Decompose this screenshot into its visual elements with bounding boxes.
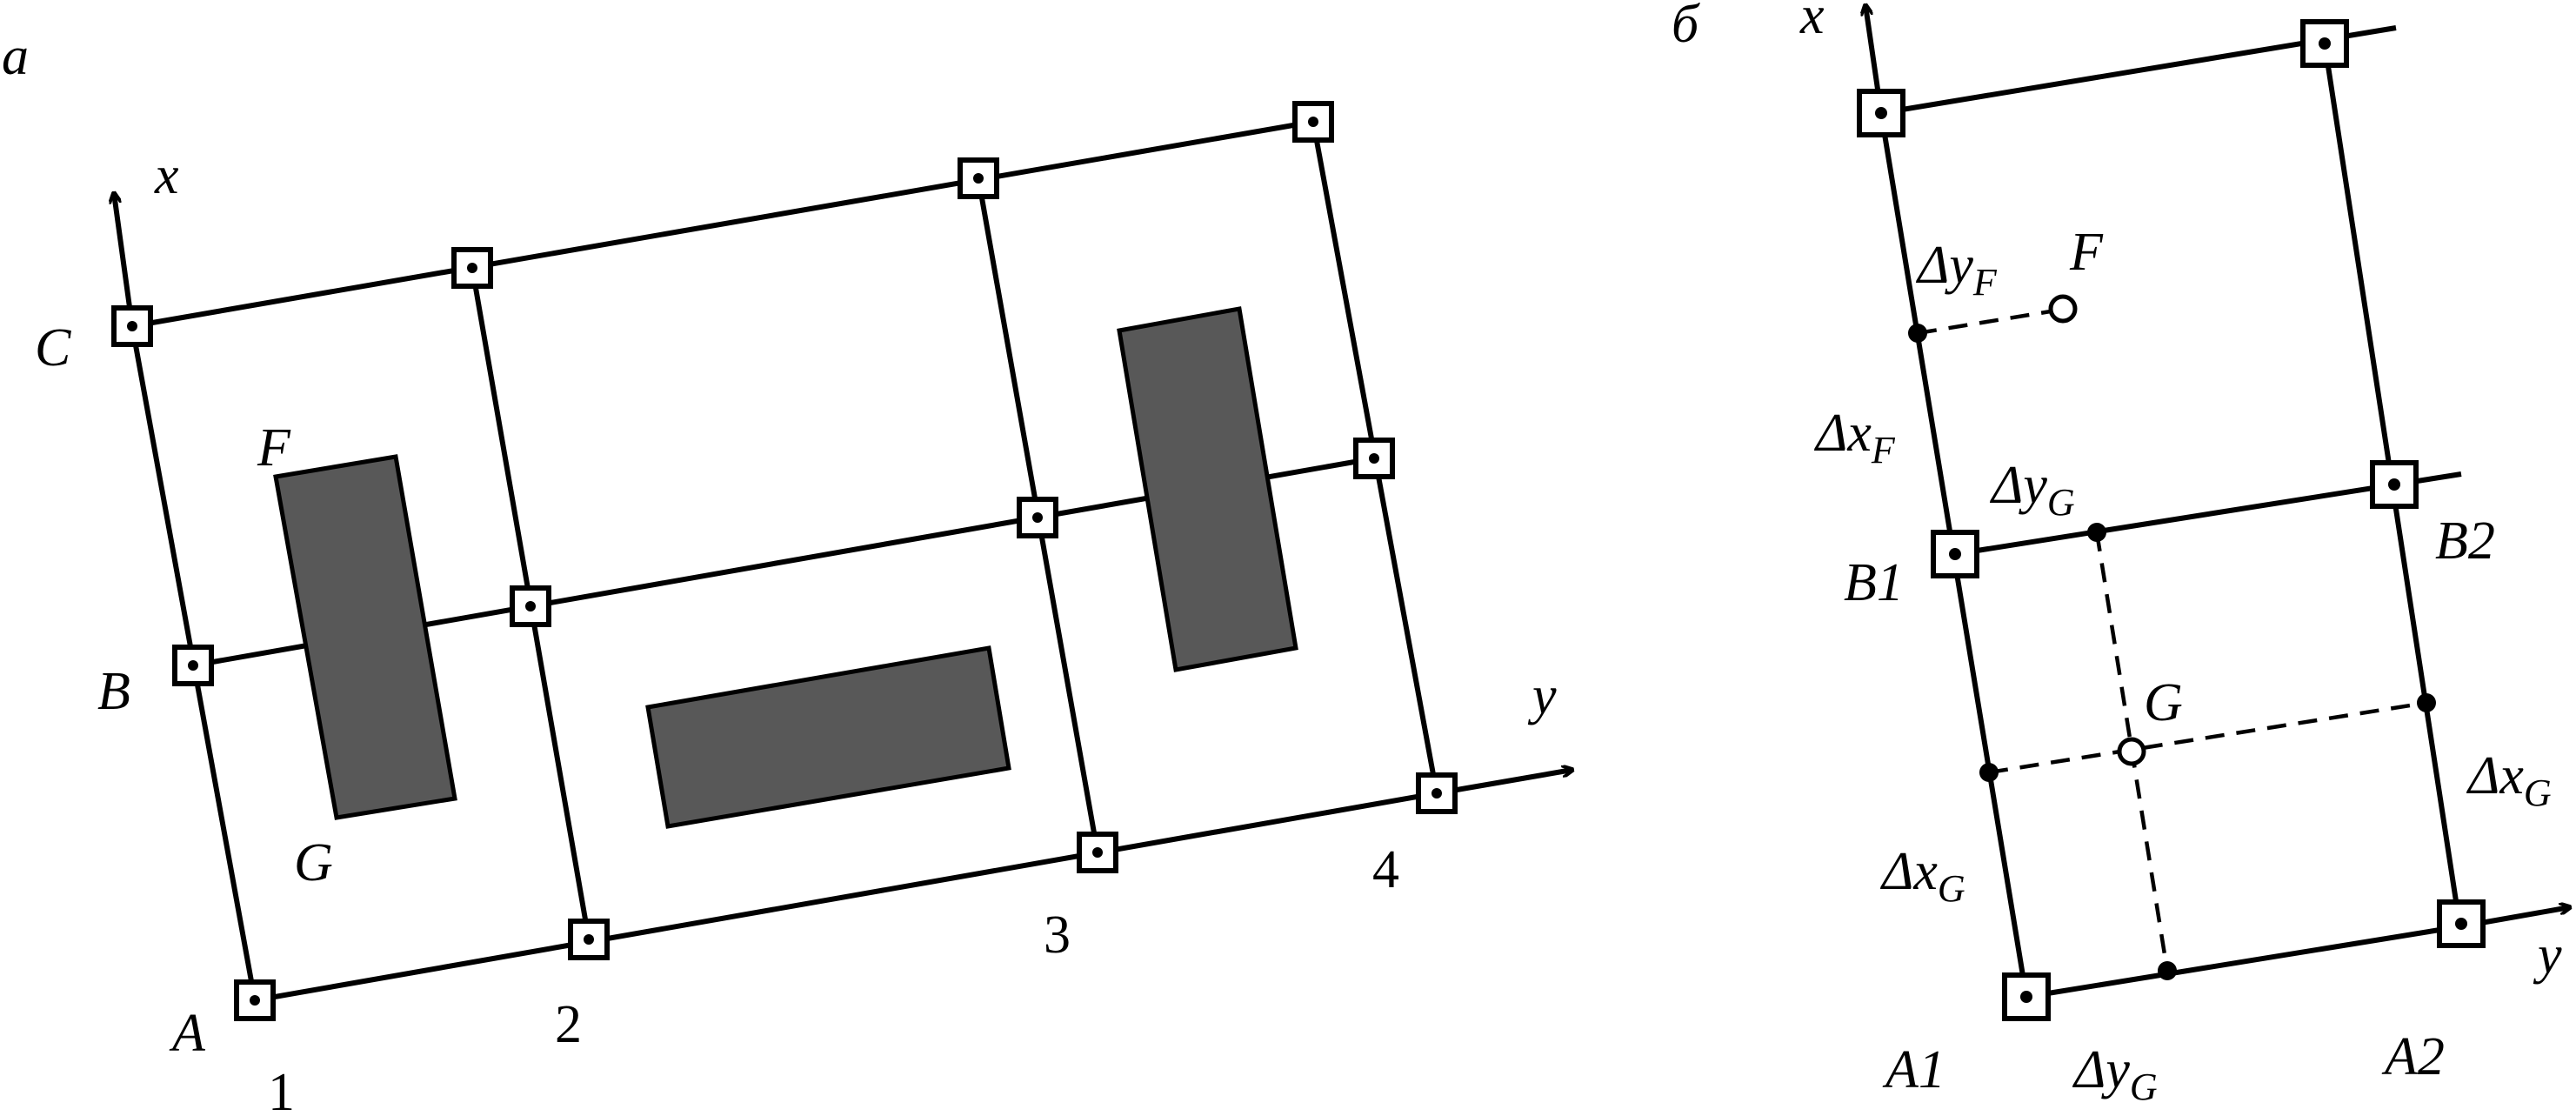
foot-point-dot: [2158, 961, 2177, 980]
survey-marker: [568, 919, 610, 960]
row-label-b: B: [97, 662, 130, 721]
grid-line-a1-a2: [2025, 924, 2462, 999]
foot-point-dot: [2087, 523, 2106, 542]
point-g-label: G: [294, 833, 333, 892]
point-f-label: F: [257, 418, 291, 478]
survey-marker: [1017, 497, 1058, 538]
survey-marker: [234, 979, 276, 1021]
x-axis-arrow: [114, 193, 135, 327]
corner-label-a2: A2: [2381, 1027, 2445, 1086]
survey-marker: [1416, 772, 1458, 814]
point-g-marker: [2117, 737, 2146, 766]
panel-b: б x y F G A1 A2 B1 B2 ΔyF ΔxF: [1672, 0, 2570, 1108]
delta-y-g-top-label: ΔyG: [1989, 456, 2075, 524]
row-label-c: C: [35, 318, 71, 378]
y-axis-label: y: [1527, 666, 1557, 725]
y-axis-label: y: [2533, 926, 2562, 985]
survey-marker-large: [2300, 19, 2349, 68]
foot-point-dot: [1979, 763, 1999, 782]
building-fg: [273, 454, 457, 820]
row-label-a: A: [169, 1004, 206, 1063]
survey-marker: [451, 247, 493, 289]
survey-marker-large: [2437, 899, 2486, 948]
offset-line-f: [1917, 307, 2062, 336]
corner-label-b1: B1: [1844, 553, 1904, 612]
foot-point-dot: [1908, 324, 1927, 343]
delta-y-g-bottom-label: ΔyG: [2072, 1040, 2158, 1108]
column-label-3: 3: [1044, 905, 1071, 965]
corner-label-a1: A1: [1882, 1040, 1945, 1099]
point-f-label: F: [2069, 223, 2104, 282]
survey-marker-large: [1857, 89, 1905, 137]
column-label-2: 2: [555, 995, 582, 1054]
column-label-1: 1: [268, 1063, 295, 1116]
corner-label-b2: B2: [2435, 511, 2495, 571]
survey-marker: [958, 157, 999, 199]
x-axis-label: x: [1799, 0, 1825, 45]
panel-b-label: б: [1672, 0, 1700, 54]
building-right: [1117, 306, 1298, 672]
delta-x-g-left-label: ΔxG: [1879, 842, 1965, 910]
building-center: [645, 645, 1011, 829]
foot-point-dot: [2417, 693, 2436, 712]
survey-marker: [1292, 101, 1334, 143]
point-g-label: G: [2144, 673, 2183, 732]
delta-x-g-right-label: ΔxG: [2466, 746, 2552, 814]
survey-marker-large: [2370, 460, 2419, 509]
panel-a-label: а: [2, 27, 29, 86]
survey-marker: [1077, 832, 1118, 873]
point-f-marker: [2048, 294, 2078, 324]
grid-line-C: [131, 119, 1314, 329]
survey-marker: [510, 585, 551, 627]
survey-marker: [111, 305, 153, 347]
panel-a: а x y F G C B A 1 2 3 4: [2, 27, 1572, 1116]
survey-marker-large: [1931, 530, 1979, 578]
y-axis-arrow: [1436, 770, 1572, 796]
survey-marker-large: [2002, 972, 2051, 1021]
column-label-4: 4: [1372, 840, 1399, 899]
survey-marker: [1353, 438, 1395, 479]
grid-line-A: [254, 791, 1438, 1003]
offset-line-g-horizontal: [1988, 700, 2427, 775]
x-axis-label: x: [154, 146, 179, 205]
delta-y-f-label: ΔyF: [1915, 236, 1998, 304]
survey-marker: [172, 645, 214, 686]
delta-x-f-label: ΔxF: [1813, 404, 1896, 471]
